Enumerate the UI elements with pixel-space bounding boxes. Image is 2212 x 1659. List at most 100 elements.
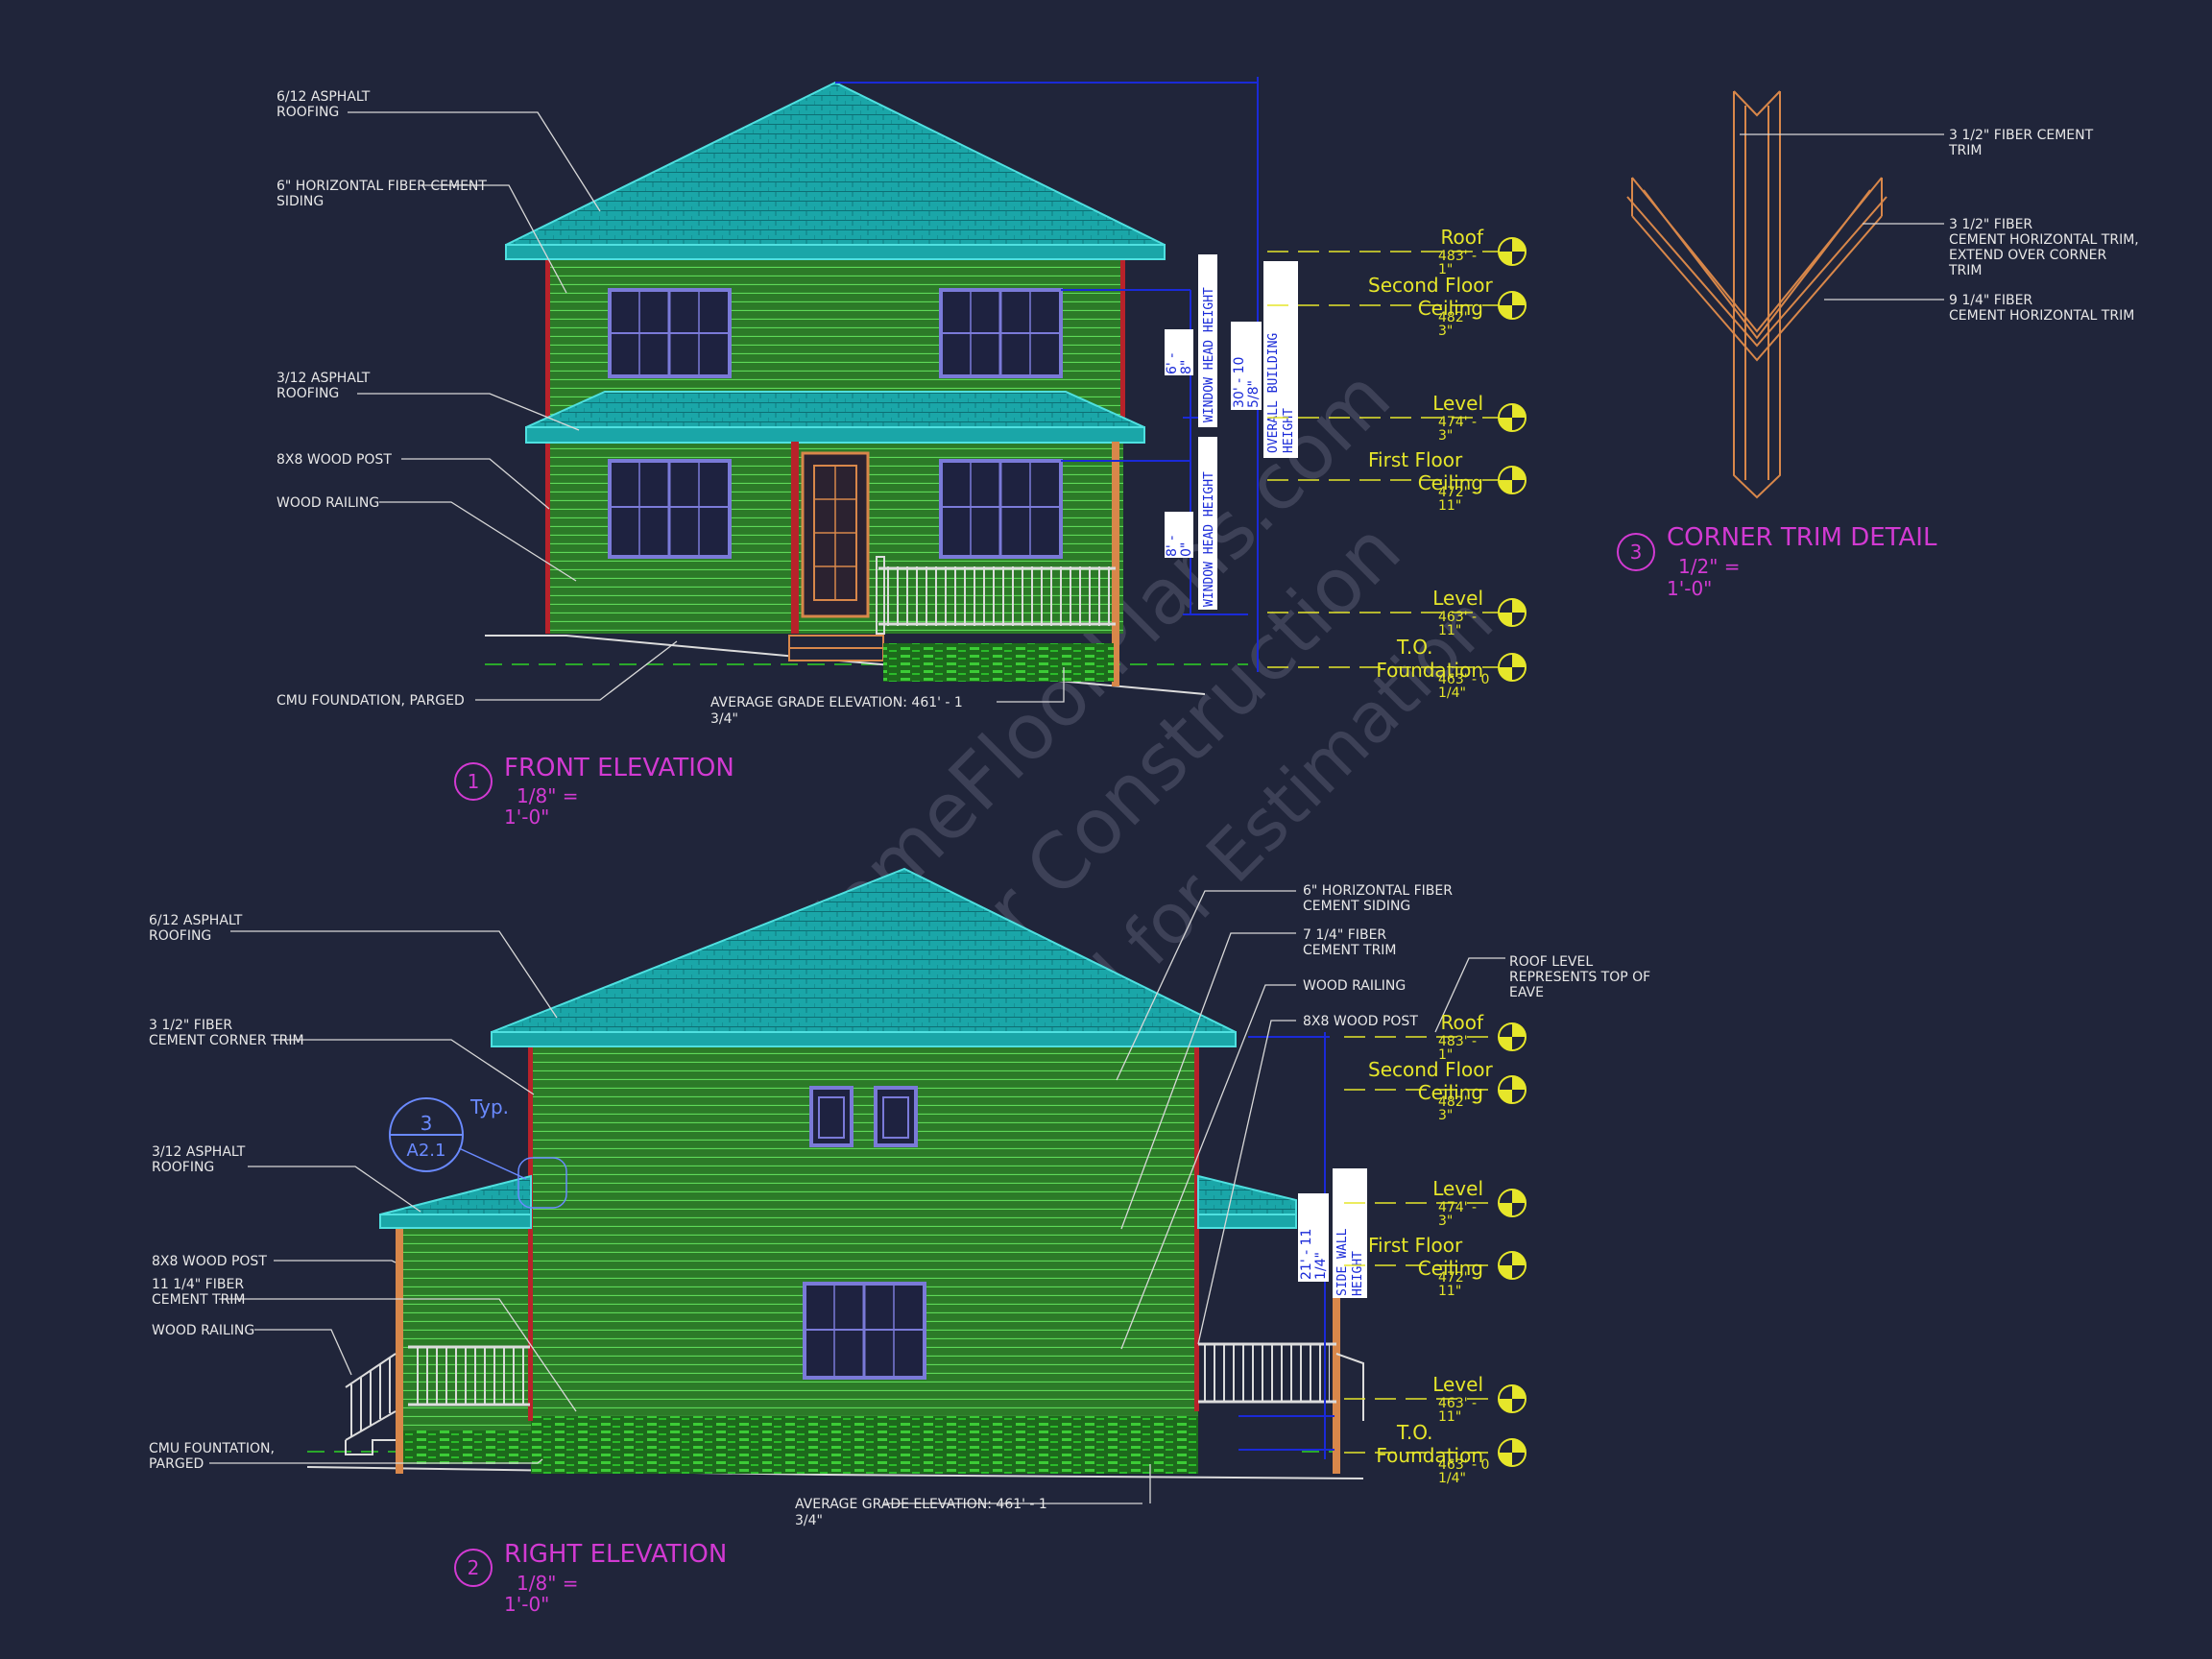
front-entry-door	[801, 451, 870, 618]
front-upper-window-head-value-2: 8"	[1179, 360, 1194, 374]
right-elevation: 21' - 11 1/4" SIDE WALL HEIGHT 3 A2.1 Ty…	[149, 867, 1650, 1616]
level-target-quadrant	[1499, 1090, 1512, 1103]
right-label-porch-roof-2: ROOFING	[152, 1160, 214, 1175]
level-elevation-fraction: 3"	[1438, 428, 1453, 444]
level-elevation: 483' -	[1438, 1034, 1477, 1049]
front-lower-window-head-label: WINDOW HEAD HEIGHT	[1202, 471, 1216, 607]
right-porch-post-right	[1333, 1171, 1340, 1474]
right-label-porch-roof-1: 3/12 ASPHALT	[152, 1144, 246, 1160]
level-elevation: 463' -	[1438, 1396, 1477, 1411]
level-target-quadrant	[1512, 238, 1526, 252]
level-target-quadrant	[1512, 1385, 1526, 1399]
corner-note-1-line-2: TRIM	[1948, 143, 1983, 158]
right-porch-roof-right	[1197, 1174, 1297, 1215]
right-detail-ref-sheet: A2.1	[407, 1141, 446, 1161]
right-corner-trim-left	[528, 1046, 533, 1421]
level-name: Foundation	[1376, 659, 1483, 682]
front-upper-window-head-dim: WINDOW HEAD HEIGHT 6' - 8"	[1165, 254, 1217, 427]
right-leader-lines	[209, 890, 1505, 1504]
front-porch-roof	[525, 391, 1145, 428]
front-elevation-title-block: 1 FRONT ELEVATION 1/8" = 1'-0"	[454, 754, 734, 829]
level-name: First Floor	[1368, 1234, 1463, 1257]
corner-trim-number: 3	[1630, 541, 1643, 564]
level-elevation: 482' -	[1438, 310, 1477, 325]
level-name: T.O.	[1396, 636, 1433, 659]
front-upper-window-head-value-1: 6' -	[1165, 353, 1180, 374]
right-label-foundation-1: CMU FOUNTATION,	[149, 1441, 275, 1456]
level-elevation: 483' -	[1438, 249, 1477, 264]
level-elevation: 472' -	[1438, 485, 1477, 500]
right-label-grade-1: AVERAGE GRADE ELEVATION: 461' - 1	[795, 1497, 1047, 1512]
right-railing-left	[408, 1345, 530, 1407]
right-main-wall	[531, 1046, 1198, 1469]
front-lower-window-head-value-1: 8' -	[1165, 536, 1180, 557]
level-target-quadrant	[1512, 467, 1526, 480]
right-label-trim-r-2: CEMENT TRIM	[1303, 943, 1397, 958]
front-main-roof	[505, 81, 1166, 246]
right-label-railing-r: WOOD RAILING	[1303, 978, 1406, 994]
corner-trim-scale-2: 1'-0"	[1667, 577, 1712, 600]
right-label-trim-1: 11 1/4" FIBER	[152, 1277, 244, 1292]
level-elevation-fraction: 11"	[1438, 623, 1461, 638]
front-lower-window-right	[939, 459, 1063, 559]
front-label-main-roof-1: 6/12 ASPHALT	[276, 89, 371, 105]
front-upper-window-head-label: WINDOW HEAD HEIGHT	[1202, 287, 1216, 422]
corner-note-2-line-4: TRIM	[1948, 263, 1983, 278]
right-side-wall-label-2: HEIGHT	[1351, 1251, 1365, 1296]
level-elevation: 474' -	[1438, 415, 1477, 430]
front-wood-railing	[876, 556, 1116, 635]
front-label-railing: WOOD RAILING	[276, 495, 379, 511]
right-label-trim-2: CEMENT TRIM	[152, 1292, 246, 1308]
front-label-post: 8X8 WOOD POST	[276, 452, 392, 468]
front-overall-height-value-2: 5/8"	[1246, 380, 1262, 408]
level-target-quadrant	[1499, 613, 1512, 626]
level-elevation-fraction: 3"	[1438, 1108, 1453, 1123]
right-detail-reference[interactable]: 3 A2.1 Typ.	[389, 1095, 567, 1209]
front-ground-fill	[883, 643, 1114, 682]
level-name: Ceiling	[1418, 1081, 1483, 1104]
level-target-quadrant	[1499, 1203, 1512, 1216]
level-name: Ceiling	[1418, 471, 1483, 494]
right-ground-fill-left	[401, 1431, 531, 1464]
level-target-quadrant	[1512, 654, 1526, 667]
right-porch-roof-right-fascia	[1197, 1214, 1297, 1229]
corner-trim-title-block: 3 CORNER TRIM DETAIL 1/2" = 1'-0"	[1617, 523, 1937, 600]
level-target-quadrant	[1499, 1037, 1512, 1050]
right-label-post: 8X8 WOOD POST	[152, 1254, 267, 1269]
right-corner-trim-right	[1194, 1046, 1199, 1411]
right-elevation-number: 2	[468, 1556, 480, 1579]
level-target-quadrant	[1512, 1190, 1526, 1203]
level-target-quadrant	[1499, 1265, 1512, 1279]
front-label-siding-1: 6" HORIZONTAL FIBER CEMENT	[276, 179, 487, 194]
level-target-quadrant	[1499, 418, 1512, 431]
front-corner-trim-left	[545, 259, 550, 634]
right-elevation-title-block: 2 RIGHT ELEVATION 1/8" = 1'-0"	[454, 1540, 727, 1616]
level-elevation-fraction: 1"	[1438, 1047, 1453, 1063]
right-elevation-scale-1: 1/8" =	[517, 1572, 579, 1595]
front-annotations: 6/12 ASPHALT ROOFING 6" HORIZONTAL FIBER…	[276, 89, 963, 727]
level-name: Level	[1432, 392, 1483, 415]
right-label-main-roof-1: 6/12 ASPHALT	[149, 913, 243, 928]
front-overall-height-label-2: HEIGHT	[1282, 408, 1296, 453]
level-name: Ceiling	[1418, 297, 1483, 320]
level-elevation: 463' - 0	[1438, 672, 1489, 687]
right-label-post-r: 8X8 WOOD POST	[1303, 1014, 1418, 1029]
level-name: Level	[1432, 1373, 1483, 1396]
front-porch-post-right	[1112, 442, 1119, 686]
right-label-railing: WOOD RAILING	[152, 1323, 254, 1338]
level-elevation: 472' -	[1438, 1270, 1477, 1286]
level-target-quadrant	[1512, 1023, 1526, 1037]
level-elevation: 474' -	[1438, 1200, 1477, 1215]
level-name: Level	[1432, 1177, 1483, 1200]
level-name: Foundation	[1376, 1444, 1483, 1467]
corner-note-2-line-1: 3 1/2" FIBER	[1949, 217, 2032, 232]
corner-trim-scale-1: 1/2" =	[1678, 555, 1741, 578]
